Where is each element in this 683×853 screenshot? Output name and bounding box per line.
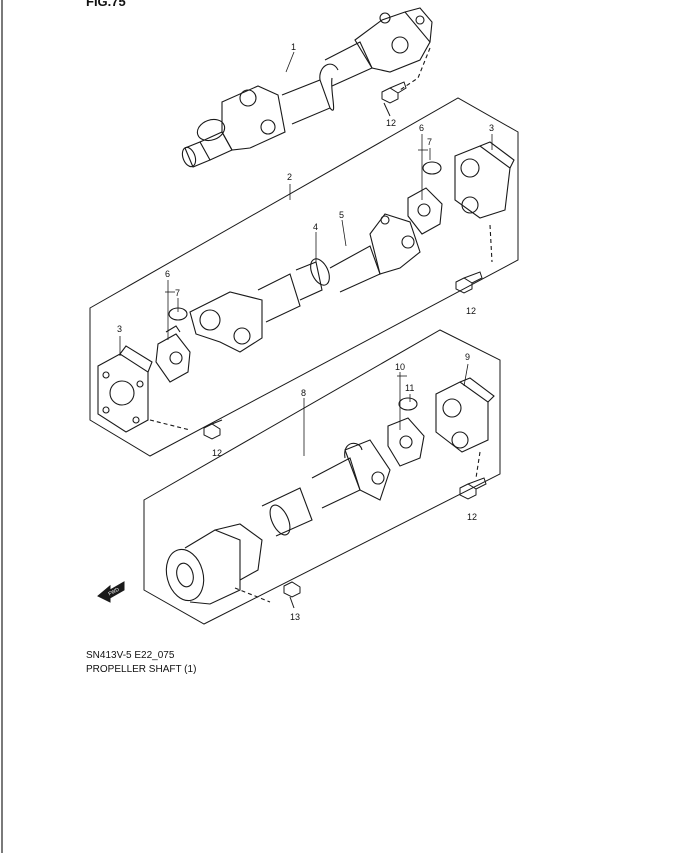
callout-3-right: 3 xyxy=(489,123,494,133)
bolt-12-lower xyxy=(459,477,487,500)
callout-6-right: 6 xyxy=(419,123,424,133)
callout-13: 13 xyxy=(290,612,300,622)
callout-7-right: 7 xyxy=(427,137,432,147)
callout-1: 1 xyxy=(291,42,296,52)
callout-4: 4 xyxy=(313,222,318,232)
callout-12-mid-right: 12 xyxy=(466,306,476,316)
bolt-13 xyxy=(283,581,301,609)
callout-12-lower: 12 xyxy=(467,512,477,522)
propeller-shaft-1 xyxy=(181,7,433,168)
caption-code: SN413V-5 E22_075 xyxy=(86,650,175,661)
bolt-12-top xyxy=(381,81,407,117)
propeller-shaft-8 xyxy=(165,377,495,605)
callout-10: 10 xyxy=(395,362,405,372)
forward-arrow-label: FWD xyxy=(108,587,121,598)
callout-5: 5 xyxy=(339,210,344,220)
callout-leaders xyxy=(119,51,493,456)
forward-arrow-icon xyxy=(97,581,125,603)
callout-12-top: 12 xyxy=(386,118,396,128)
shaft-2-assembly-box xyxy=(89,97,519,457)
callout-6-left: 6 xyxy=(165,269,170,279)
bolt-12-mid-left xyxy=(203,419,223,440)
callout-7-left: 7 xyxy=(175,288,180,298)
callout-3-left: 3 xyxy=(117,324,122,334)
callout-2: 2 xyxy=(287,172,292,182)
callout-9: 9 xyxy=(465,352,470,362)
callout-11: 11 xyxy=(405,383,414,393)
callout-8: 8 xyxy=(301,388,306,398)
callout-12-mid-left: 12 xyxy=(212,448,222,458)
shaft-8-assembly-box xyxy=(143,329,501,625)
bolt-12-mid-right xyxy=(455,271,483,294)
figure-title: FIG.75 xyxy=(86,0,126,9)
callout-labels: 1 12 2 6 7 3 4 5 6 7 12 3 9 10 11 8 12 1… xyxy=(108,42,494,622)
caption-title: PROPELLER SHAFT (1) xyxy=(86,664,197,675)
